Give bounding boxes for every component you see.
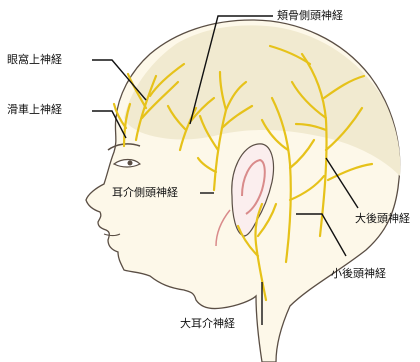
label-supratrochlear: 滑車上神経 [7,104,62,116]
label-greater-occipital: 大後頭神経 [355,213,410,225]
label-zygomaticotemporal: 頬骨側頭神経 [277,10,343,22]
label-lesser-occipital: 小後頭神経 [331,268,386,280]
label-supraorbital: 眼窩上神経 [7,54,62,66]
label-auriculotemporal: 耳介側頭神経 [112,187,178,199]
label-great-auricular: 大耳介神経 [180,318,235,330]
pupil [128,161,133,166]
